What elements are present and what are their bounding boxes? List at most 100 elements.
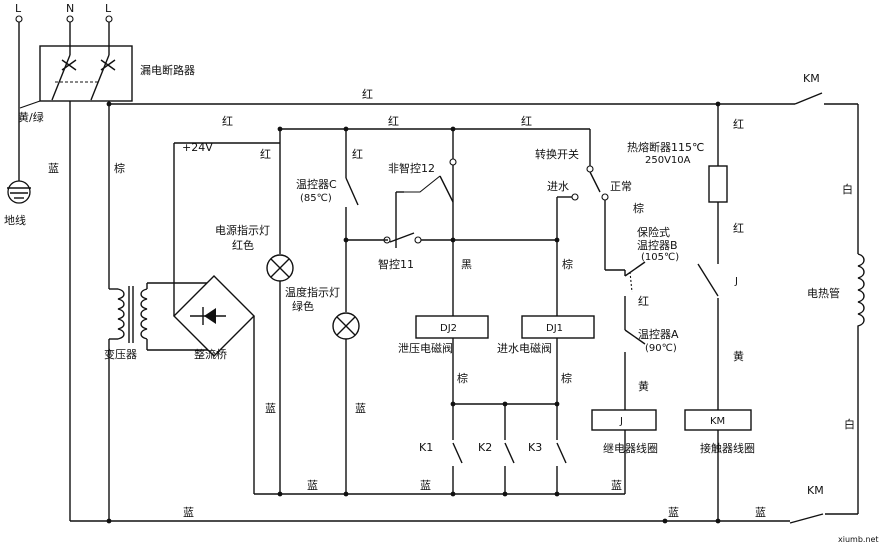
power-lamp-color: 红色 — [232, 238, 254, 252]
switch-brown-wire: 棕 — [633, 201, 644, 215]
leakage-breaker: 漏电断路器 — [39, 22, 195, 521]
thermostat-c-label: 温控器C — [296, 177, 337, 191]
power-indicator-lamp: 红 电源指示灯 红色 蓝 — [215, 143, 294, 494]
dj2-label: DJ2 — [440, 323, 457, 334]
neutral-blue-1: 蓝 — [183, 506, 194, 519]
temp-lamp-label: 温度指示灯 — [285, 285, 340, 299]
thermostat-a-label: 温控器A — [638, 327, 679, 341]
relay-coil-label: J — [619, 416, 623, 427]
non-smart-label: 非智控12 — [388, 161, 435, 175]
transformer-secondary-icon — [140, 288, 148, 340]
breaker-contact-x-1 — [61, 59, 77, 71]
dj2-box — [415, 315, 489, 339]
transformer-label: 变压器 — [104, 347, 137, 361]
thermostat-a-temp: (90℃) — [645, 343, 677, 354]
heater-coil-icon — [857, 253, 865, 333]
rectifier-label: 整流桥 — [194, 347, 227, 361]
temp-lamp-color: 绿色 — [292, 299, 314, 313]
plus24v-label: +24V — [182, 141, 213, 154]
control-red-3: 红 — [521, 115, 532, 128]
thermostat-b-red-wire: 红 — [638, 295, 649, 308]
dj2-black-wire: 黑 — [461, 258, 472, 271]
heater-white-top: 白 — [842, 182, 853, 196]
km-yellow-wire: 黄 — [733, 349, 744, 363]
smart-control-switch: 非智控12 智控11 黑 — [378, 129, 472, 316]
k1-label: K1 — [419, 441, 433, 454]
km-coil-name: 接触器线圈 — [700, 441, 755, 455]
breaker-contact-x-2 — [100, 59, 116, 71]
control-red-2: 红 — [388, 115, 399, 128]
relay-coil-box — [591, 409, 657, 431]
fuse-label: 热熔断器115℃ — [627, 140, 704, 154]
neutral-blue-2: 蓝 — [668, 506, 679, 519]
terminal-l2 — [105, 15, 113, 23]
k3-label: K3 — [528, 441, 542, 454]
breaker-label: 漏电断路器 — [140, 63, 195, 77]
n-wire-blue-label: 蓝 — [48, 162, 59, 175]
smart-label: 智控11 — [378, 257, 414, 271]
inlet-water-label: 进水 — [547, 180, 569, 193]
main-bus-red-label: 红 — [362, 88, 373, 101]
terminal-l1-label: L — [15, 2, 22, 15]
temp-lamp-blue-wire: 蓝 — [355, 402, 366, 415]
thermostat-c-branch: 红 温控器C (85℃) 温度指示灯 绿色 蓝 — [285, 129, 366, 494]
thermostat-c-red-wire: 红 — [352, 148, 363, 161]
thermal-fuse-icon — [708, 165, 728, 203]
dj1-box — [521, 315, 595, 339]
power-lamp-red-wire: 红 — [260, 148, 271, 161]
dj1-name: 进水电磁阀 — [497, 341, 552, 355]
dj1-brown-wire: 棕 — [561, 371, 572, 385]
yellow-green-label: 黄/绿 — [18, 110, 44, 124]
watermark: xiumb.net — [838, 535, 879, 544]
terminal-n — [66, 15, 74, 23]
transformer-primary-icon — [117, 288, 125, 340]
km-bottom-label: KM — [807, 484, 824, 497]
power-lamp-label: 电源指示灯 — [215, 223, 270, 237]
dj1-brown-wire-top: 棕 — [562, 257, 573, 271]
switch-label: 转换开关 — [535, 147, 579, 161]
power-lamp-blue-wire: 蓝 — [265, 402, 276, 415]
dj2-name: 泄压电磁阀 — [398, 341, 453, 355]
control-blue-1: 蓝 — [307, 479, 318, 492]
thermostat-b-label-2: 温控器B — [637, 238, 678, 252]
relay-contacts: K1 K2 K3 — [419, 401, 567, 494]
fuse-red-wire-top: 红 — [733, 118, 744, 131]
fuse-red-wire-bottom: 红 — [733, 222, 744, 235]
transformer: 变压器 — [104, 282, 214, 521]
heater-white-bottom: 白 — [844, 417, 855, 431]
relay-coil-name: 继电器线圈 — [603, 441, 658, 455]
l-wire-brown-label: 棕 — [114, 161, 125, 175]
relay-switch-label: J — [734, 276, 738, 287]
dj2-brown-wire: 棕 — [457, 371, 468, 385]
dj1-label: DJ1 — [546, 323, 563, 334]
km-top-label: KM — [803, 72, 820, 85]
breaker-box — [39, 45, 133, 102]
terminal-l2-label: L — [105, 2, 112, 15]
thermostat-c-temp: (85℃) — [300, 193, 332, 204]
terminal-n-label: N — [66, 2, 74, 15]
fuse-contactor-branch: 红 热熔断器115℃ 250V10A 红 J 黄 KM 接触器线圈 — [627, 104, 755, 521]
switch-thermostat-branch: 转换开关 正常 棕 保险式 温控器B (105℃) 红 温控器A (90℃) 黄… — [535, 129, 679, 494]
neutral-blue-3: 蓝 — [755, 506, 766, 519]
thermostat-b-label: 保险式 — [637, 225, 670, 239]
thermostat-a-yellow-wire: 黄 — [638, 379, 649, 393]
control-blue-3: 蓝 — [611, 479, 622, 492]
km-top-contact: KM — [794, 72, 858, 105]
km-coil-label: KM — [710, 416, 725, 427]
terminal-l1 — [15, 15, 23, 23]
rectifier-bridge: +24V 整流桥 — [173, 141, 280, 494]
dj1-valve: DJ1 进水 棕 进水电磁阀 棕 — [497, 180, 595, 404]
ground-label: 地线 — [4, 213, 26, 227]
normal-label: 正常 — [610, 180, 632, 193]
thermostat-b-temp: (105℃) — [641, 252, 679, 263]
control-blue-2: 蓝 — [420, 479, 431, 492]
k2-label: K2 — [478, 441, 492, 454]
km-bottom-contact: KM — [789, 484, 858, 524]
control-red-1: 红 — [222, 115, 233, 128]
heater: 白 白 电热管 — [807, 104, 865, 514]
heater-label: 电热管 — [807, 286, 840, 300]
fuse-rating: 250V10A — [645, 155, 691, 166]
mains-terminals: L N L — [15, 2, 113, 23]
dj2-valve: DJ2 泄压电磁阀 棕 — [398, 315, 489, 404]
